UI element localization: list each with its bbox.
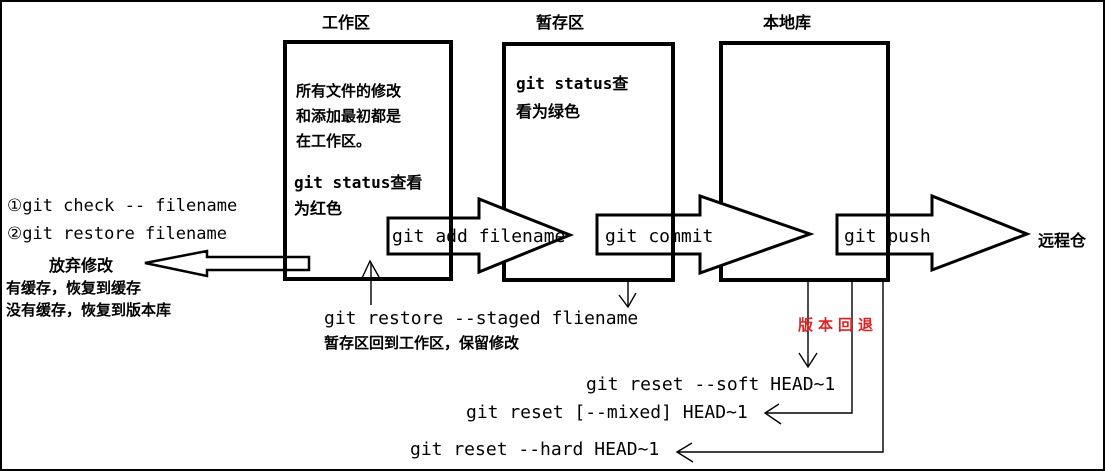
unstage-up-arrow [361,259,380,305]
working-area-status-note: git status查看 为红色 [294,170,422,222]
staging-status-line2: 看为绿色 [516,102,581,121]
version-rollback-label: 版本回退 [798,316,879,334]
reset-hard-command: git reset --hard HEAD~1 [410,439,660,460]
git-commit-arrow [595,193,815,276]
cache-note: 有缓存，恢复到缓存 [6,279,142,297]
working-area-title: 工作区 [322,13,371,32]
reset-hard-arrow [675,282,884,463]
staging-area-title: 暂存区 [536,13,585,32]
working-status-line1: git status查看 [294,173,423,192]
local-repo-title: 本地库 [763,13,812,32]
discard-changes-label: 放弃修改 [49,256,114,275]
git-check-command: ①git check -- filename [7,196,238,216]
git-restore-command: ②git restore filename [7,224,227,244]
staging-area-status-note: git status查 看为绿色 [516,70,628,126]
git-push-label: git push [844,226,931,247]
reset-mixed-command: git reset [--mixed] HEAD~1 [466,402,748,423]
git-add-label: git add filename [392,226,566,247]
local-repo-box [719,41,890,282]
unstage-description: 暂存区回到工作区，保留修改 [324,334,520,352]
working-status-line2: 为红色 [294,199,343,218]
unstage-command: git restore --staged fliename [324,308,639,329]
working-area-box [283,40,453,281]
staging-area-box [502,42,675,282]
no-cache-note: 没有缓存，恢复到版本库 [6,301,172,319]
git-push-arrow [835,193,1032,273]
working-desc-line2: 和添加最初都是 [296,107,402,125]
working-desc-line3: 在工作区。 [296,132,372,150]
remote-repo-label: 远程仓 [1038,231,1087,250]
working-area-description: 所有文件的修改 和添加最初都是 在工作区。 [296,79,401,154]
reset-soft-arrow [798,282,818,369]
git-commit-label: git commit [605,226,714,247]
staging-down-arrow [618,282,637,309]
discard-changes-arrow [144,249,311,278]
reset-mixed-arrow [763,282,853,425]
reset-soft-command: git reset --soft HEAD~1 [586,374,836,395]
working-desc-line1: 所有文件的修改 [296,82,402,100]
staging-status-line1: git status查 [516,74,629,93]
git-add-arrow [386,196,575,275]
